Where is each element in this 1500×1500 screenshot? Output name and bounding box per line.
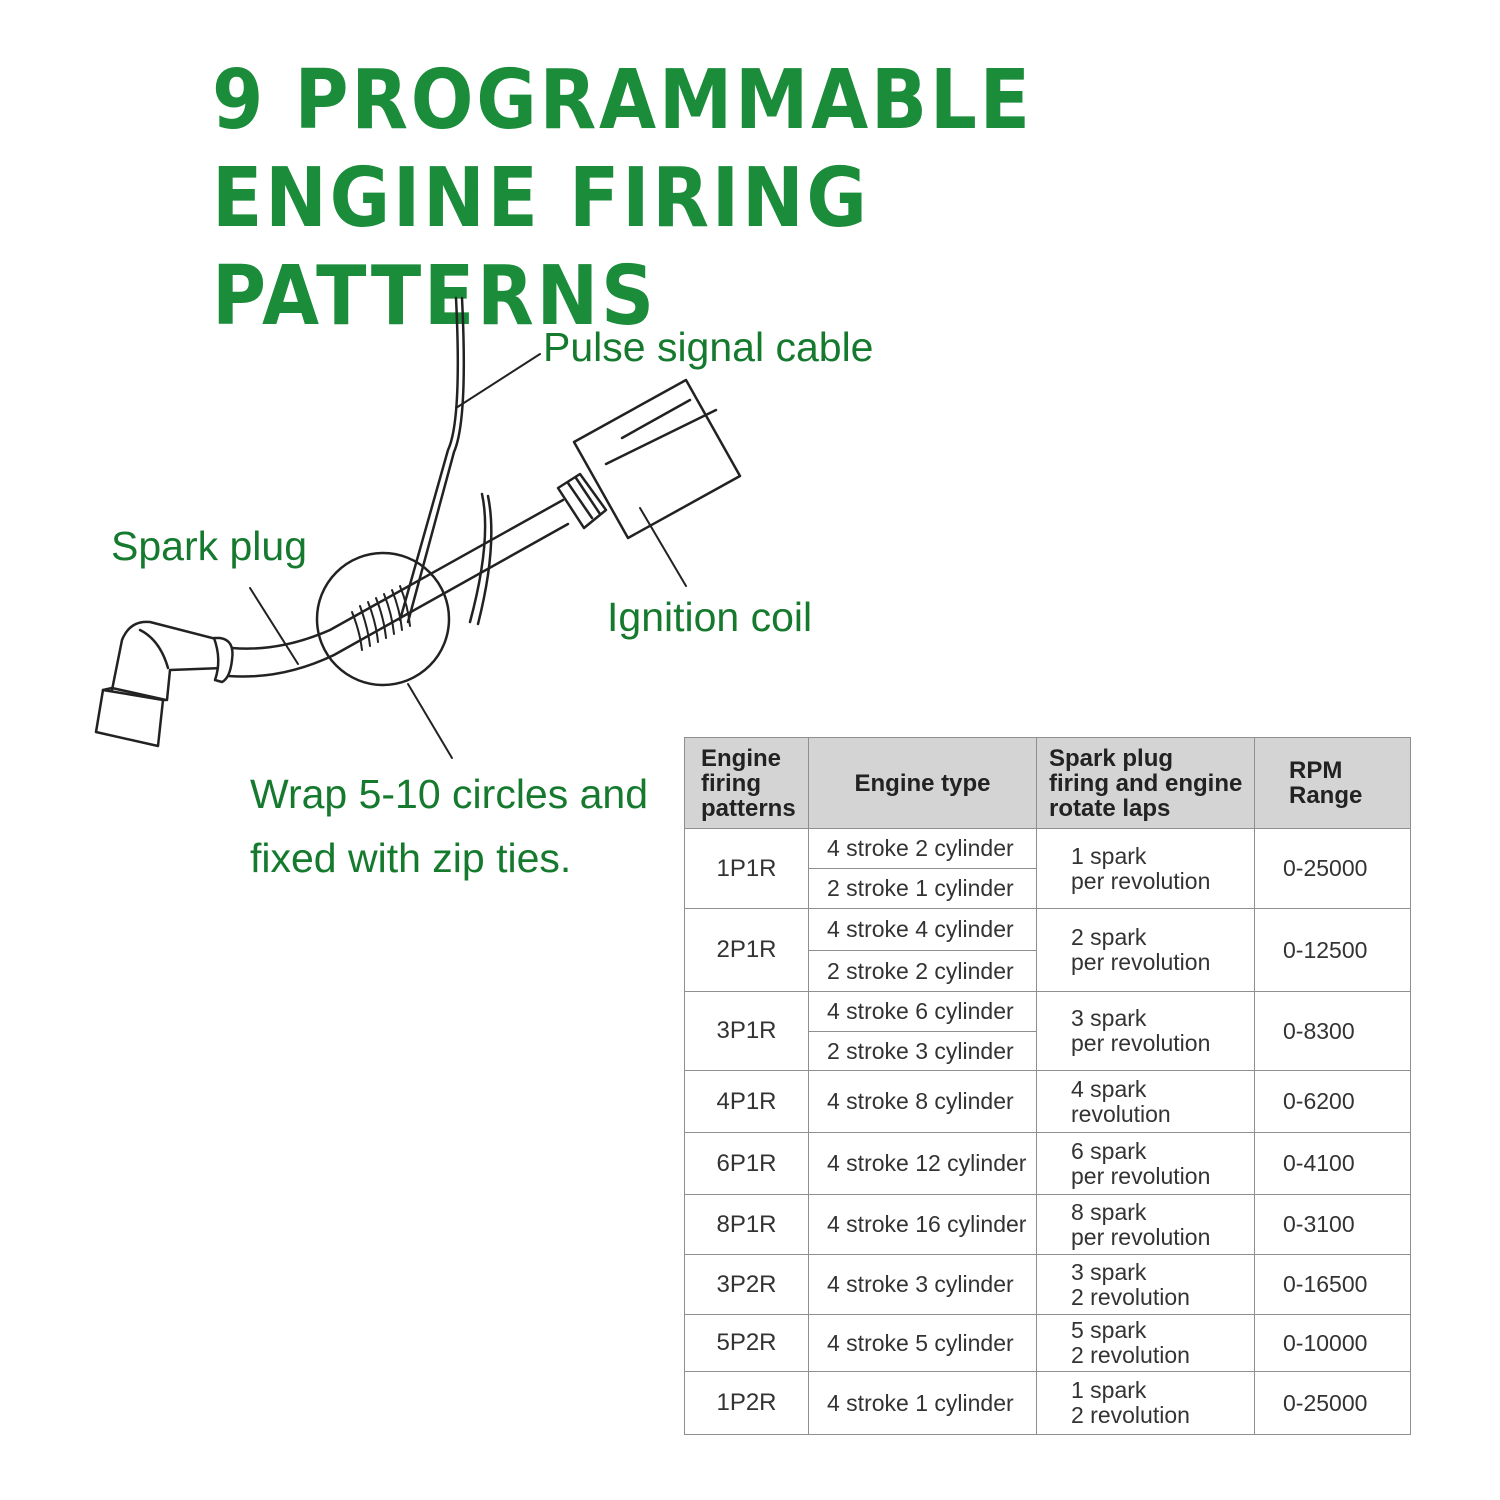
wrap-coils [351,585,411,651]
rpm-cell: 0-4100 [1254,1132,1411,1195]
pattern-cell: 1P2R [684,1371,809,1435]
engine-type-cell: 2 stroke 2 cylinder [808,950,1037,992]
engine-type-cell: 4 stroke 6 cylinder [808,991,1037,1032]
engine-type-cell: 4 stroke 5 cylinder [808,1314,1037,1372]
rpm-cell: 0-3100 [1254,1194,1411,1255]
rpm-cell: 0-6200 [1254,1070,1411,1133]
rpm-cell: 0-8300 [1254,991,1411,1071]
pattern-cell: 5P2R [684,1314,809,1372]
spark-plug-label: Spark plug [111,523,308,569]
coil-connector [556,472,608,530]
firing-pattern-table: Engine firing patterns Engine type Spark… [684,737,1411,1435]
engine-type-cell: 4 stroke 8 cylinder [808,1070,1037,1133]
ignition-coil-leader [639,507,687,587]
wrap-instruction-label: Wrap 5-10 circles and fixed with zip tie… [250,771,649,881]
engine-type-cell: 2 stroke 3 cylinder [808,1031,1037,1071]
engine-type-cell: 2 stroke 1 cylinder [808,868,1037,909]
engine-type-cell: 4 stroke 16 cylinder [808,1194,1037,1255]
spark-plug-boot [94,620,225,748]
pattern-cell: 4P1R [684,1070,809,1133]
rpm-cell: 0-25000 [1254,828,1411,909]
header-rpm: RPM Range [1254,737,1411,829]
spark-plug-lead-lower [226,522,570,678]
table-row: 2 stroke 1 cylinder [685,868,1411,909]
rpm-cell: 0-10000 [1254,1314,1411,1372]
table-row: 2 stroke 2 cylinder [685,950,1411,992]
rpm-cell: 0-25000 [1254,1371,1411,1435]
pattern-cell: 2P1R [684,908,809,992]
rpm-cell: 0-12500 [1254,908,1411,992]
pulse-signal-cable [398,296,460,622]
pattern-cell: 1P1R [684,828,809,909]
boot-ring [212,636,234,684]
table-header-row: Engine firing patterns Engine type Spark… [684,737,1411,829]
table-row: 2 stroke 3 cylinder [685,1031,1411,1071]
rpm-cell: 0-16500 [1254,1254,1411,1315]
pattern-cell: 8P1R [684,1194,809,1255]
spare-wire [468,492,487,624]
engine-type-cell: 4 stroke 1 cylinder [808,1371,1037,1435]
engine-type-cell: 4 stroke 4 cylinder [808,908,1037,951]
engine-type-cell: 4 stroke 2 cylinder [808,828,1037,869]
ignition-coil-label: Ignition coil [607,594,813,640]
pulse-signal-cable-label: Pulse signal cable [543,324,874,370]
header-laps: Spark plug firing and engine rotate laps [1036,737,1255,829]
header-pattern: Engine firing patterns [684,737,809,829]
page-title: 9 PROGRAMMABLE ENGINE FIRING PATTERNS [212,53,1033,344]
pattern-cell: 3P2R [684,1254,809,1315]
spark-plug-leader [249,587,299,665]
pattern-cell: 3P1R [684,991,809,1071]
pattern-cell: 6P1R [684,1132,809,1195]
spark-plug-wiring-diagram [94,296,742,759]
engine-type-cell: 4 stroke 12 cylinder [808,1132,1037,1195]
pulse-cable-leader [455,353,541,409]
engine-type-cell: 4 stroke 3 cylinder [808,1254,1037,1315]
header-engine-type: Engine type [808,737,1037,829]
wrap-note-leader [407,683,453,759]
wrap-zoom-circle [315,551,451,687]
